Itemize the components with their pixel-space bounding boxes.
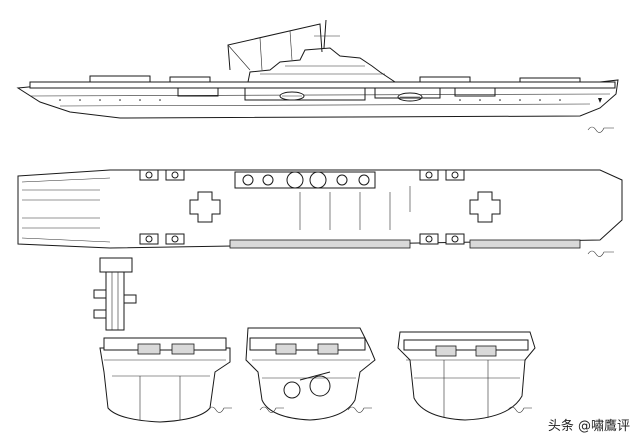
artist-signature-5	[507, 406, 532, 413]
artist-signature-6	[259, 406, 284, 413]
artist-signature-1	[587, 126, 614, 133]
flight-deck-plan	[17, 169, 623, 257]
watermark: 头条 @嘯鷹评	[545, 415, 632, 434]
cross-section-1	[93, 257, 232, 423]
artist-signature-4	[347, 406, 372, 413]
cross-section-3	[397, 331, 536, 421]
artist-signature-2	[587, 250, 614, 257]
artist-signature-3	[207, 406, 232, 413]
side-elevation	[16, 19, 619, 133]
cross-section-2	[245, 327, 376, 421]
